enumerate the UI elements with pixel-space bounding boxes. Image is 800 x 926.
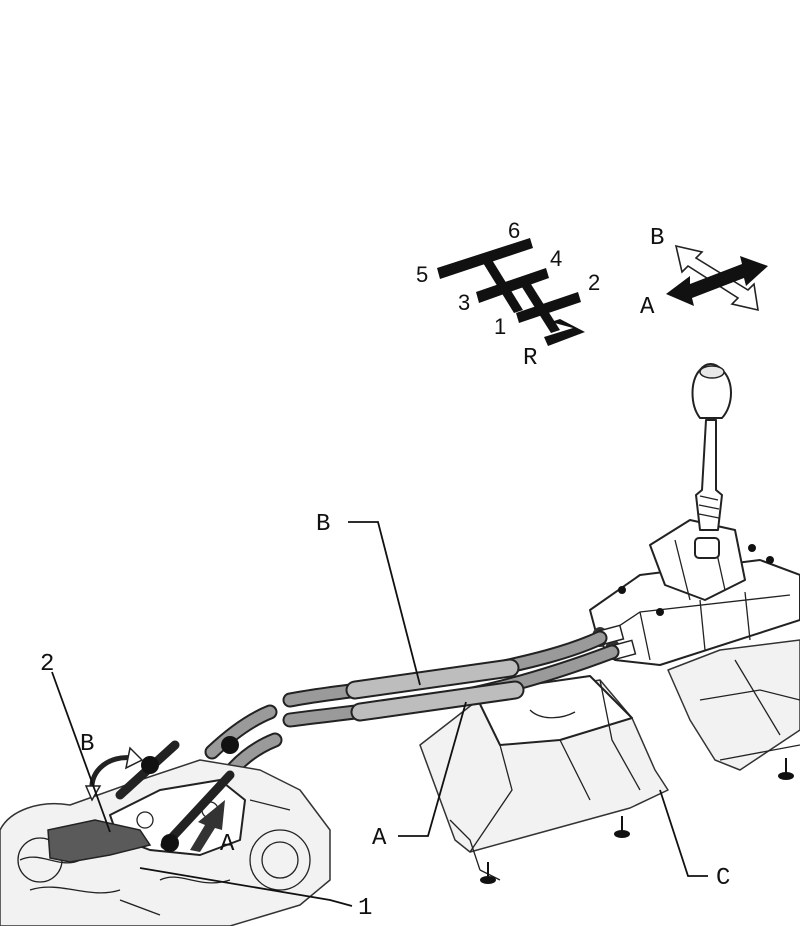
gear-3-label: 3 (458, 290, 470, 315)
gearbox (0, 736, 331, 926)
gear-4-label: 4 (550, 246, 562, 271)
gear-5-label: 5 (416, 262, 428, 287)
direction-legend: B A (640, 225, 768, 321)
callout-cable-b: B (316, 511, 330, 538)
callout-mount-c: C (716, 865, 730, 892)
callout-lever-a: A (220, 831, 235, 858)
bolt-icon (614, 816, 630, 838)
direction-a-arrow-icon (666, 256, 768, 306)
rear-mount-bracket (667, 639, 800, 780)
callout-part-2: 2 (40, 651, 54, 678)
direction-b-label: B (650, 225, 664, 252)
gear-6-label: 6 (508, 218, 520, 243)
shifter-assembly (589, 363, 800, 666)
callout-part-1: 1 (358, 895, 372, 922)
shift-cables (204, 630, 620, 783)
shift-pattern-gate (437, 238, 585, 346)
gear-r-label: R (523, 345, 537, 372)
shift-lever-2 (47, 819, 152, 863)
callout-cable-a: A (372, 825, 387, 852)
gear-1-label: 1 (494, 314, 506, 339)
bolt-icon (480, 862, 496, 884)
direction-a-label: A (640, 294, 655, 321)
floor-mount-bracket (419, 675, 669, 884)
bolt-icon (778, 758, 794, 780)
gear-2-label: 2 (588, 270, 600, 295)
push-a-arrow-icon (190, 800, 225, 852)
callout-lever-b: B (80, 731, 94, 758)
shift-pattern: 6 5 4 3 2 1 R (416, 218, 600, 372)
leader-lines (51, 521, 708, 907)
gear-knob (691, 363, 732, 419)
